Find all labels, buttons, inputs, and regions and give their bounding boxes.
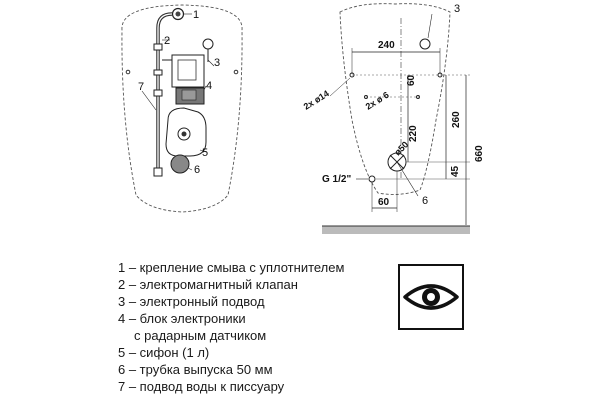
outlet-pipe (170, 154, 190, 174)
legend-item-5: 5 – сифон (1 л) (118, 345, 210, 360)
callout-3: 3 (214, 57, 220, 69)
floor-hatch (322, 225, 470, 234)
legend-item-4-continued: с радарным датчиком (134, 328, 267, 343)
label-thread: G 1/2" (322, 174, 351, 185)
eye-icon (403, 284, 459, 310)
dim-660: 660 (474, 145, 485, 162)
legend-item-4: 4 – блок электроники (118, 311, 246, 326)
label-holes-14: 2x ø14 (302, 88, 331, 111)
legend-item-3: 3 – электронный подвод (118, 294, 265, 309)
legend-list: 1 – крепление смыва с уплотнителем 2 – э… (118, 259, 398, 395)
callout-4: 4 (206, 80, 212, 92)
legend-item-2: 2 – электромагнитный клапан (118, 277, 298, 292)
label-holes-6: 2x ø 6 (364, 90, 391, 112)
callout-1: 1 (193, 9, 199, 21)
urinal-outline-front (121, 4, 243, 213)
urinal-outline-side (339, 3, 451, 195)
dim-220: 220 (408, 125, 419, 142)
supply-connector (419, 38, 431, 50)
legend-item-7: 7 – подвод воды к писсуару (118, 379, 285, 394)
side-callout-6: 6 (422, 195, 428, 207)
callout-5: 5 (202, 147, 208, 159)
sensor-symbol-box (398, 264, 464, 330)
legend-item-6: 6 – трубка выпуска 50 мм (118, 362, 273, 377)
technical-drawing: 1 2 3 4 5 6 7 3 6 240 (121, 3, 485, 234)
dim-240: 240 (378, 40, 395, 51)
callout-7: 7 (138, 81, 144, 93)
front-view: 1 2 3 4 5 6 7 (121, 4, 243, 213)
side-view: 3 6 240 60 220 260 (302, 3, 485, 234)
callout-6: 6 (194, 164, 200, 176)
legend-item-1: 1 – крепление смыва с уплотнителем (118, 260, 345, 275)
dim-60-vertical: 60 (406, 74, 417, 86)
dim-45: 45 (450, 165, 461, 177)
callout-2: 2 (164, 35, 170, 47)
dim-60-horizontal: 60 (378, 197, 390, 208)
side-callout-3: 3 (454, 3, 460, 15)
dim-260: 260 (451, 111, 462, 128)
